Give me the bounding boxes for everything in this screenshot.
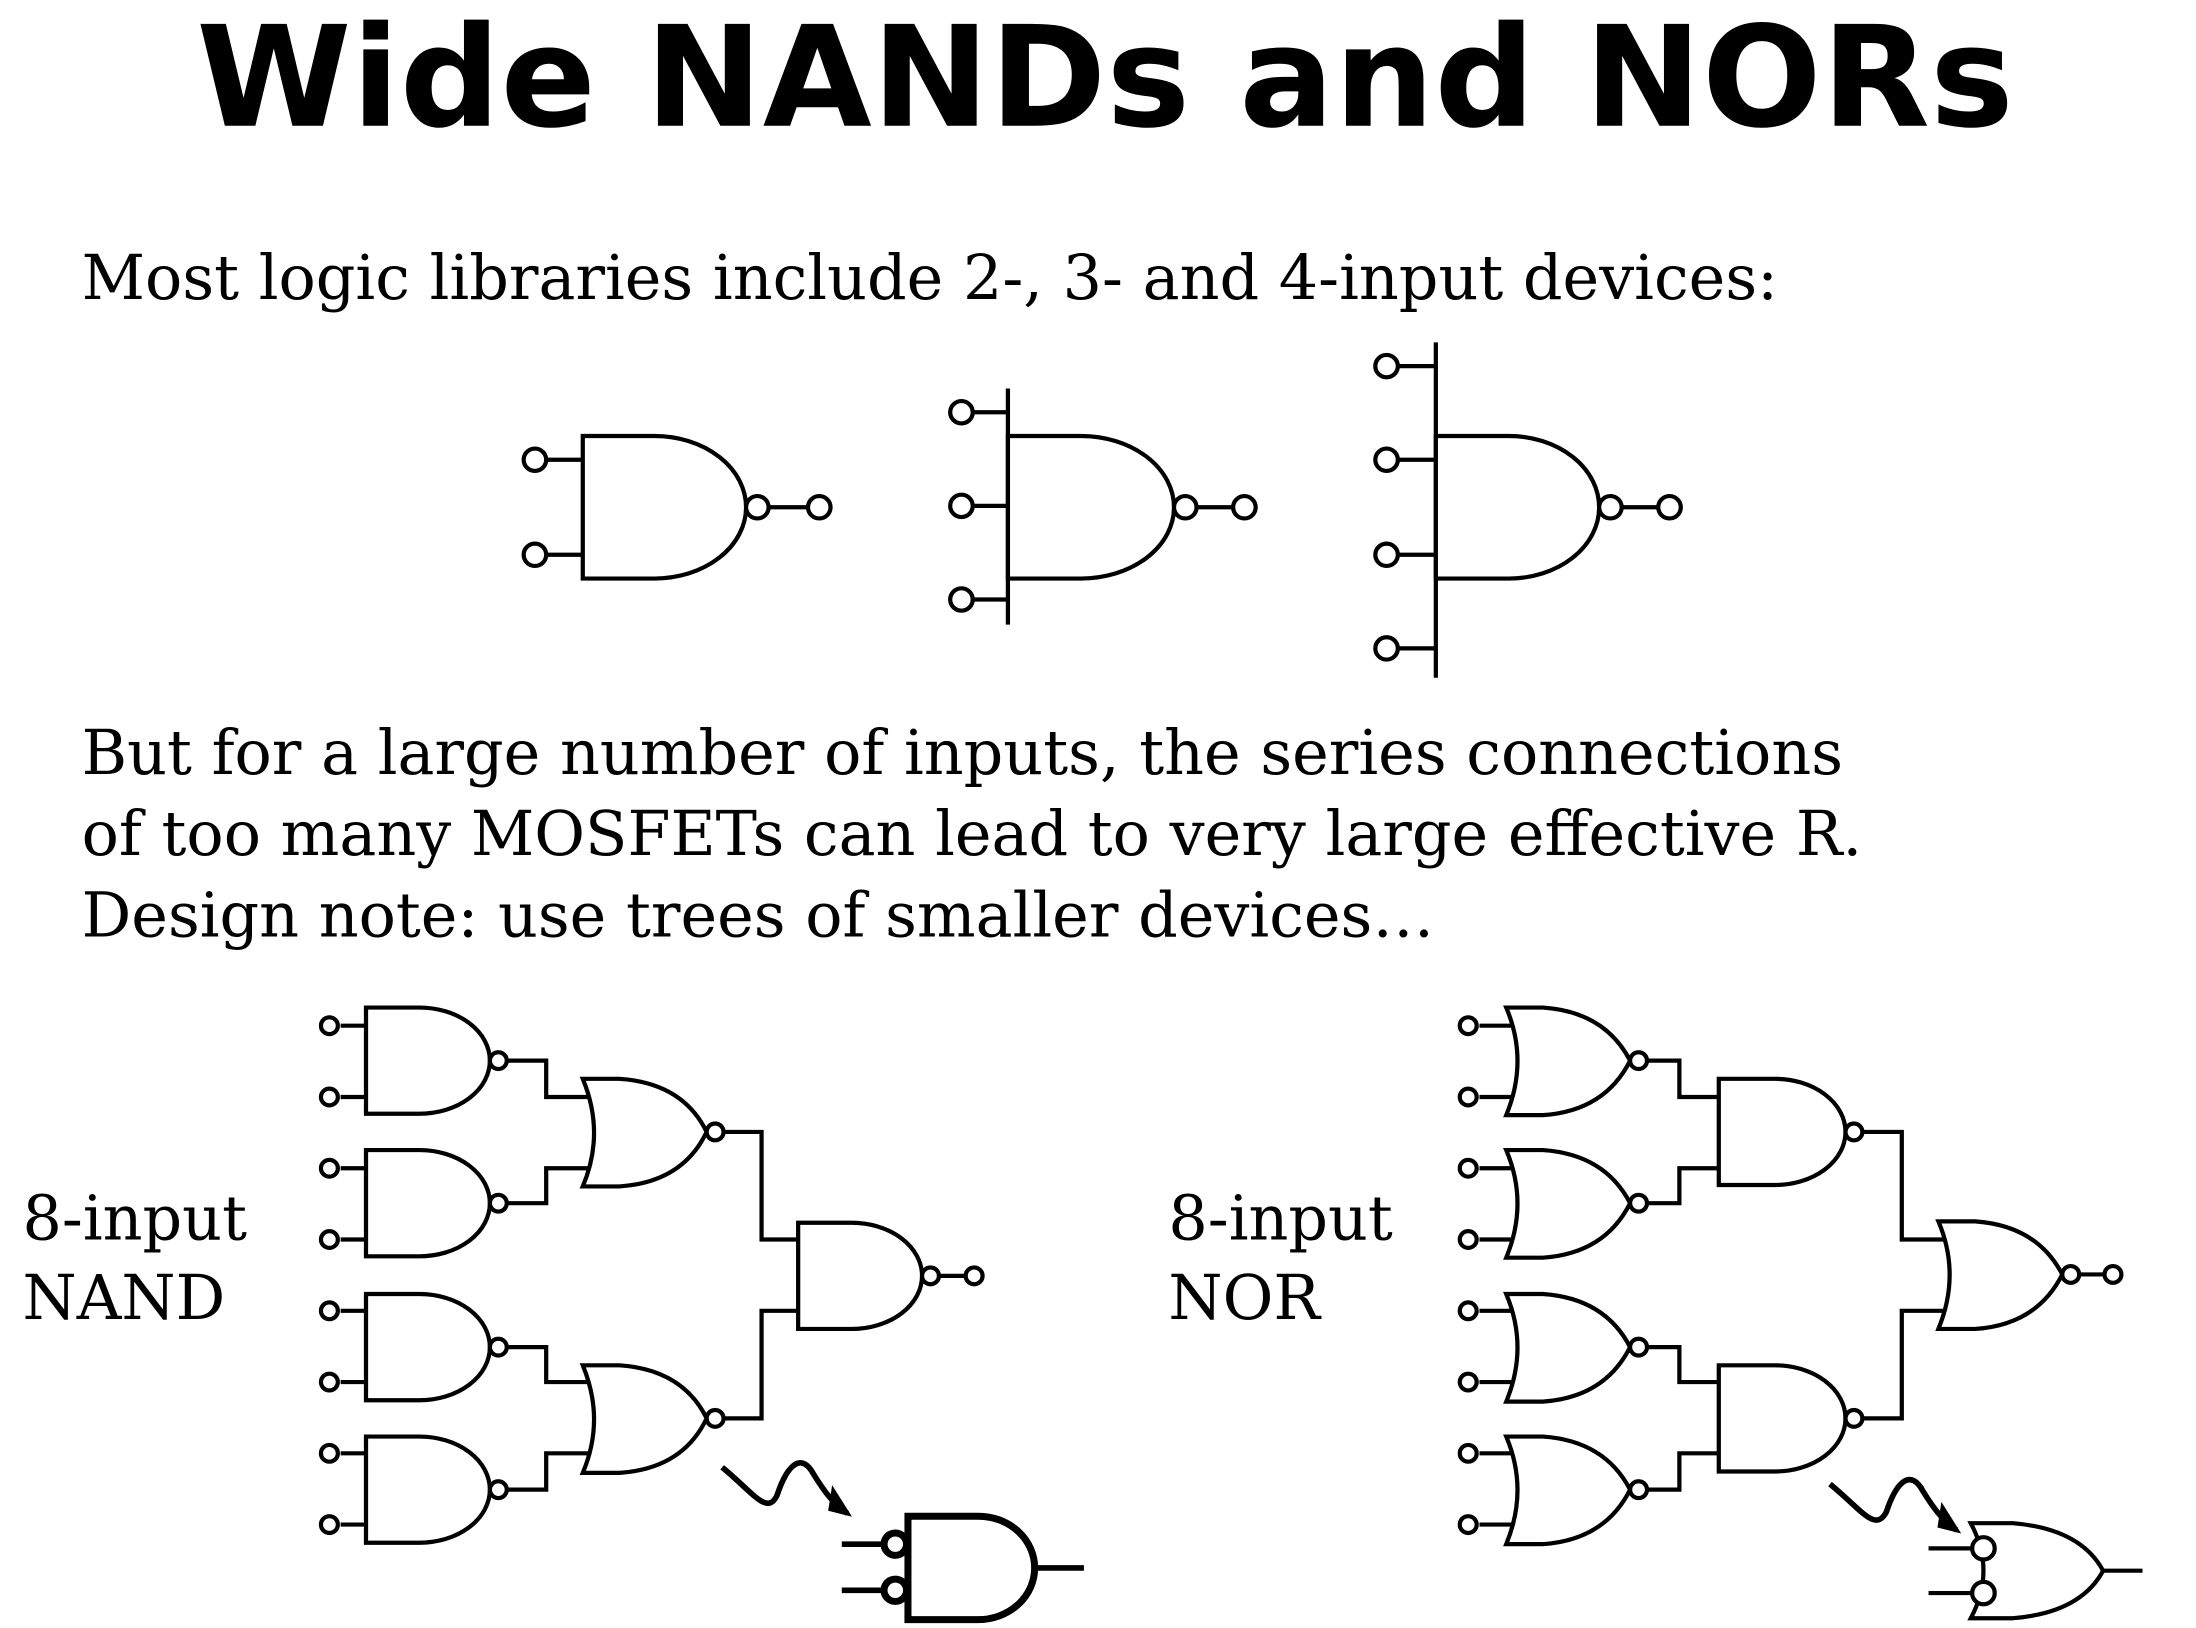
paragraph-line-3: Design note: use trees of smaller device… — [82, 879, 1435, 951]
nor-tree-label-line-2: NOR — [1168, 1262, 1321, 1334]
nand-squiggle-arrow — [720, 1460, 850, 1516]
nand-tree-label-line-1: 8-input — [23, 1183, 248, 1255]
bubbled-and-symbol — [841, 1512, 1084, 1624]
nor-stage1-gate — [1503, 1434, 1633, 1547]
nand-stage1-gate — [363, 1291, 492, 1403]
nor-final-gate — [1935, 1219, 2065, 1332]
nor-stage1-gate — [1503, 1005, 1633, 1118]
nand-stage1-gate — [363, 1005, 492, 1116]
nor-tree-inputs — [1457, 1015, 1514, 1536]
nor-squiggle-arrow — [1828, 1476, 1959, 1533]
page-title: Wide NANDs and NORs — [196, 0, 2014, 160]
nand-stage1-gate — [363, 1147, 492, 1259]
nor-stage1-gate — [1503, 1147, 1633, 1260]
nand-tree-diagram — [318, 1005, 1084, 1624]
nand-stage1-gate — [363, 1434, 492, 1545]
nand3-gate-symbol — [948, 388, 1258, 625]
nand4-gate-symbol — [1373, 342, 1683, 678]
nand-tree-label-line-2: NAND — [23, 1262, 226, 1334]
nand-tree-inputs — [318, 1015, 366, 1536]
nor-tree-label-line-1: 8-input — [1168, 1183, 1393, 1255]
intro-text: Most logic libraries include 2-, 3- and … — [82, 242, 1778, 314]
library-gates — [521, 342, 1683, 678]
nor-tree-diagram — [1457, 1005, 2143, 1621]
paragraph-line-1: But for a large number of inputs, the se… — [82, 717, 1843, 789]
nand2-gate-symbol — [521, 433, 833, 581]
nand-final-gate — [796, 1220, 925, 1332]
nand-stage2-or-gate — [579, 1076, 710, 1189]
nand-stage2-or-gate — [579, 1363, 710, 1475]
paragraph-line-2: of too many MOSFETs can lead to very lar… — [82, 798, 1863, 870]
bubbled-or-symbol — [1928, 1521, 2143, 1621]
nor-stage1-gate — [1503, 1291, 1633, 1404]
paragraph: But for a large number of inputs, the se… — [82, 717, 1863, 951]
nor-stage2-and-gate — [1716, 1363, 1848, 1474]
nor-stage2-and-gate — [1716, 1076, 1848, 1188]
